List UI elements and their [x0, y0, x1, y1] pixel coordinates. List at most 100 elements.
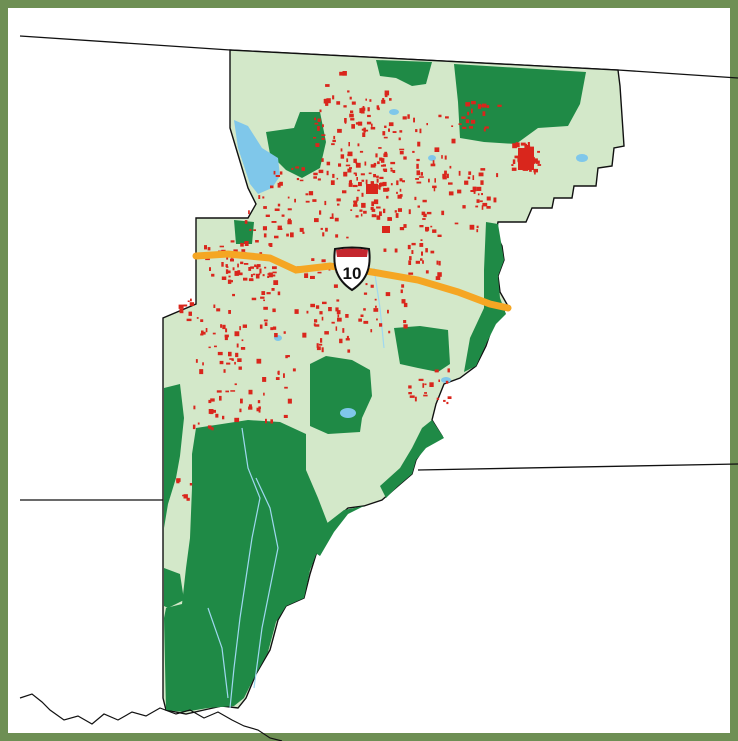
development-parcel	[383, 187, 388, 192]
map-canvas[interactable]: 10	[16, 16, 738, 741]
development-parcel	[399, 188, 402, 192]
development-parcel	[225, 328, 228, 333]
development-parcel	[262, 274, 265, 277]
development-parcel	[467, 176, 471, 180]
development-parcel	[425, 270, 429, 274]
development-parcel	[366, 184, 378, 194]
development-parcel	[193, 405, 196, 410]
development-parcel	[384, 125, 387, 128]
development-parcel	[275, 175, 280, 177]
development-parcel	[357, 189, 360, 192]
development-parcel	[197, 422, 200, 425]
development-parcel	[215, 413, 219, 418]
development-parcel	[480, 168, 486, 171]
development-parcel	[213, 304, 216, 308]
development-parcel	[332, 139, 336, 143]
development-parcel	[447, 396, 452, 399]
development-parcel	[258, 407, 261, 413]
development-parcel	[316, 346, 321, 351]
development-parcel	[262, 226, 267, 231]
development-parcel	[473, 191, 476, 194]
development-parcel	[260, 296, 265, 299]
development-parcel	[182, 494, 184, 497]
development-parcel	[437, 234, 442, 237]
development-parcel	[178, 304, 184, 309]
development-parcel	[428, 178, 430, 183]
development-parcel	[380, 158, 385, 163]
development-parcel	[416, 170, 420, 176]
development-parcel	[388, 128, 390, 132]
development-parcel	[322, 301, 327, 305]
development-parcel	[332, 95, 335, 100]
development-parcel	[377, 107, 380, 111]
development-parcel	[212, 409, 216, 413]
development-parcel	[470, 119, 476, 124]
development-parcel	[392, 170, 396, 173]
development-parcel	[221, 276, 227, 280]
development-parcel	[417, 205, 420, 208]
development-parcel	[446, 173, 449, 179]
development-parcel	[478, 172, 484, 177]
development-parcel	[208, 409, 214, 414]
forest-east-block	[394, 326, 450, 372]
development-parcel	[421, 251, 423, 256]
development-parcel	[361, 202, 366, 208]
development-parcel	[523, 169, 529, 171]
development-parcel	[403, 156, 407, 160]
development-parcel	[357, 143, 360, 147]
development-parcel	[403, 302, 408, 308]
development-parcel	[183, 304, 188, 307]
development-parcel	[350, 110, 354, 114]
development-parcel	[262, 196, 265, 199]
development-parcel	[267, 275, 270, 278]
development-parcel	[399, 130, 403, 133]
development-parcel	[379, 323, 383, 327]
forest-areas	[164, 60, 586, 712]
development-parcel	[348, 142, 350, 147]
development-parcel	[183, 494, 188, 499]
development-parcel	[462, 126, 467, 129]
development-parcel	[272, 326, 277, 330]
development-parcel	[524, 145, 529, 150]
development-parcel	[331, 143, 335, 146]
development-parcel	[408, 209, 411, 215]
development-parcel	[361, 179, 365, 182]
development-parcel	[195, 359, 198, 363]
development-parcel	[274, 333, 278, 338]
development-parcel	[533, 168, 538, 173]
development-parcel	[317, 118, 321, 122]
development-parcel	[376, 206, 381, 209]
development-parcel	[403, 224, 407, 228]
development-parcel	[249, 278, 254, 281]
development-parcel	[421, 211, 426, 216]
forest-northwest	[266, 112, 326, 178]
development-parcel	[462, 205, 466, 209]
development-parcel	[219, 360, 224, 365]
development-parcel	[419, 243, 424, 247]
development-parcel	[355, 162, 361, 168]
development-parcel	[363, 308, 366, 311]
development-parcel	[263, 306, 268, 310]
development-parcel	[308, 191, 314, 196]
development-parcel	[336, 198, 341, 202]
development-parcel	[370, 181, 374, 186]
development-parcel	[458, 170, 461, 176]
development-parcel	[420, 239, 423, 241]
development-parcel	[216, 308, 221, 312]
development-parcel	[305, 200, 310, 203]
development-parcel	[332, 173, 335, 178]
development-parcel	[469, 224, 475, 230]
development-parcel	[277, 291, 281, 296]
development-parcel	[248, 404, 252, 409]
development-parcel	[367, 114, 371, 118]
development-parcel	[313, 323, 316, 326]
development-parcel	[328, 307, 332, 312]
development-parcel	[432, 229, 437, 233]
development-parcel	[299, 179, 304, 182]
development-parcel	[320, 338, 323, 343]
development-parcel	[454, 222, 459, 225]
development-parcel	[334, 217, 339, 222]
development-parcel	[371, 201, 374, 207]
development-parcel	[515, 142, 520, 148]
development-parcel	[419, 128, 422, 134]
